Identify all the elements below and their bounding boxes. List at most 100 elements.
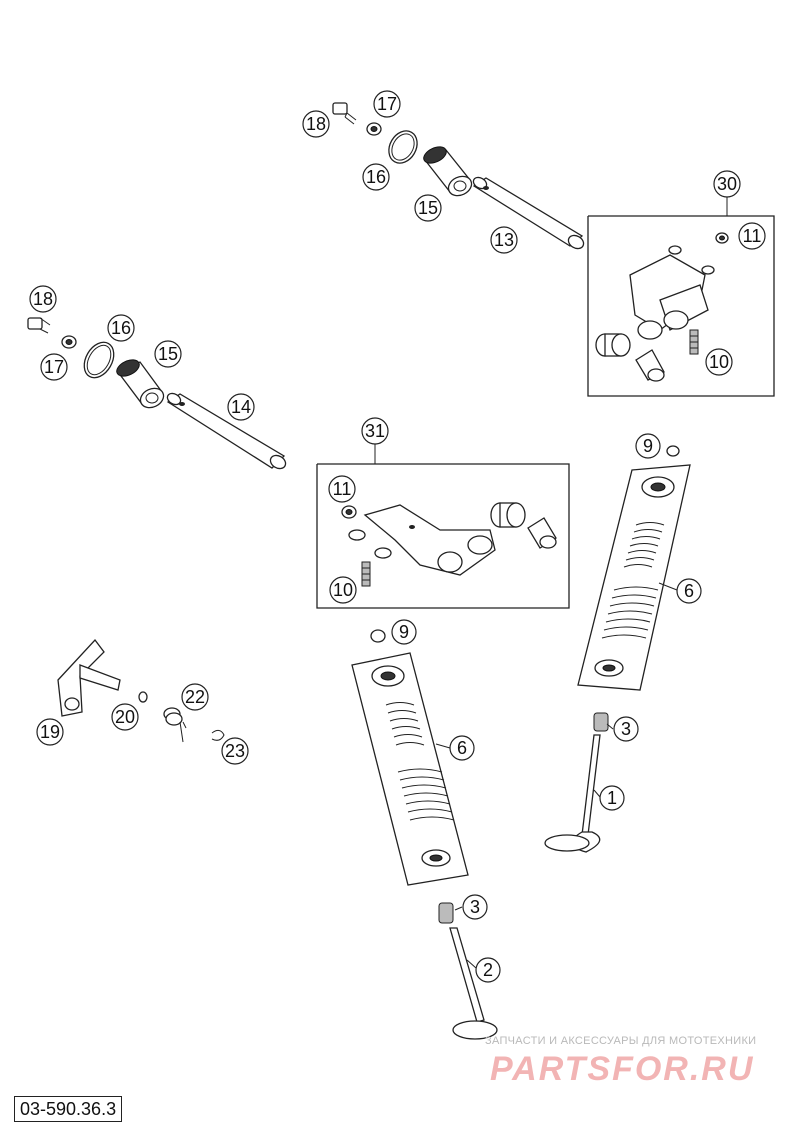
callout-13: 13 <box>490 226 518 254</box>
svg-text:14: 14 <box>231 397 251 417</box>
valve-1 <box>544 734 601 853</box>
valve-collet-9-left <box>370 629 386 643</box>
left-shaft-assembly <box>27 317 287 470</box>
callout-30: 30 <box>713 170 741 198</box>
adjust-screw-10-box31 <box>361 561 371 587</box>
callout-15-upper: 15 <box>414 194 442 222</box>
washer-17-left <box>61 335 77 349</box>
callout-17-upper: 17 <box>373 90 401 118</box>
svg-text:10: 10 <box>333 580 353 600</box>
svg-text:1: 1 <box>607 788 617 808</box>
svg-text:17: 17 <box>44 357 64 377</box>
callout-14: 14 <box>227 393 255 421</box>
callout-16-left: 16 <box>107 314 135 342</box>
callout-15-left: 15 <box>154 340 182 368</box>
svg-text:9: 9 <box>643 436 653 456</box>
nut-11-box31 <box>341 505 357 519</box>
callout-22: 22 <box>181 683 209 711</box>
callout-3-right: 3 <box>613 716 639 742</box>
svg-text:23: 23 <box>225 741 245 761</box>
callout-10-box31: 10 <box>329 576 357 604</box>
nut-11-box30 <box>715 232 729 244</box>
svg-text:31: 31 <box>365 421 385 441</box>
watermark-logo: PARTSFOR.RU <box>490 1050 755 1088</box>
bearing-15-upper <box>423 146 473 197</box>
callout-16-upper: 16 <box>362 163 390 191</box>
washer-17-upper <box>366 122 382 136</box>
upper-shaft-assembly <box>332 102 585 250</box>
watermark-caption: ЗАПЧАСТИ И АКСЕССУАРЫ ДЛЯ МОТОТЕХНИКИ <box>485 1035 757 1047</box>
spring-seat-right <box>594 659 624 677</box>
svg-text:9: 9 <box>399 622 409 642</box>
callout-23: 23 <box>221 737 249 765</box>
svg-text:11: 11 <box>333 479 352 499</box>
spring-22 <box>163 707 184 743</box>
callout-1: 1 <box>599 785 625 811</box>
callout-11-box31: 11 <box>328 475 356 503</box>
callout-6-left: 6 <box>449 735 475 761</box>
valve-spring-set-right <box>577 445 691 691</box>
inner-spring-right <box>623 522 665 568</box>
adjust-screw-10-box30 <box>689 329 699 355</box>
svg-text:13: 13 <box>494 230 514 250</box>
svg-text:11: 11 <box>743 226 762 246</box>
svg-text:22: 22 <box>185 687 205 707</box>
svg-text:18: 18 <box>306 114 326 134</box>
callout-6-right: 6 <box>676 578 702 604</box>
valve-spring-set-left <box>351 629 469 886</box>
svg-text:2: 2 <box>483 960 493 980</box>
callout-9-left: 9 <box>391 619 417 645</box>
o-ring-16-left <box>83 341 115 379</box>
shaft-14 <box>166 392 287 470</box>
rocker-arm-group-31 <box>316 443 570 609</box>
callout-18-left: 18 <box>29 285 57 313</box>
inner-spring-left <box>385 702 425 746</box>
bushing-box31 <box>490 502 526 528</box>
outer-spring-left <box>397 768 455 821</box>
rocker-arm-group-30 <box>587 196 775 397</box>
svg-text:17: 17 <box>377 94 397 114</box>
screw-18-left <box>27 317 51 334</box>
svg-text:30: 30 <box>717 174 737 194</box>
callout-31: 31 <box>361 417 389 445</box>
circlip-23 <box>211 729 225 741</box>
spring-retainer-left <box>371 665 405 687</box>
spring-retainer-right <box>641 476 675 498</box>
spring-seat-left <box>421 849 451 867</box>
callout-17-left: 17 <box>40 353 68 381</box>
callout-2: 2 <box>475 957 501 983</box>
svg-text:10: 10 <box>709 352 729 372</box>
svg-text:15: 15 <box>158 344 178 364</box>
callout-20: 20 <box>111 703 139 731</box>
valve-seal-3-left <box>438 902 454 924</box>
svg-text:16: 16 <box>366 167 386 187</box>
valve-2 <box>449 927 498 1040</box>
outer-spring-right <box>601 586 659 639</box>
decomp-lever-19 <box>57 638 121 717</box>
pin-box31 <box>527 517 557 549</box>
document-id-label: 03-590.36.3 <box>14 1096 123 1122</box>
rocker-arm-30 <box>629 245 715 340</box>
pin-box30 <box>635 349 665 382</box>
svg-text:6: 6 <box>684 581 694 601</box>
callout-18-upper: 18 <box>302 110 330 138</box>
callout-9-right: 9 <box>635 433 661 459</box>
ring-20 <box>138 691 148 703</box>
bearing-15-left <box>116 359 165 409</box>
valve-collet-9-right <box>666 445 680 457</box>
bushing-box30 <box>595 333 631 357</box>
o-ring-16-upper <box>388 130 418 164</box>
svg-text:3: 3 <box>621 719 631 739</box>
rocker-arm-31 <box>348 504 496 576</box>
screw-18-upper <box>332 102 357 125</box>
callout-11-box30: 11 <box>738 222 766 250</box>
svg-text:15: 15 <box>418 198 438 218</box>
svg-text:6: 6 <box>457 738 467 758</box>
valve-seal-3-right <box>593 712 609 732</box>
svg-text:16: 16 <box>111 318 131 338</box>
svg-text:3: 3 <box>470 897 480 917</box>
shaft-13 <box>472 176 585 250</box>
callout-3-left: 3 <box>462 894 488 920</box>
callout-19: 19 <box>36 718 64 746</box>
